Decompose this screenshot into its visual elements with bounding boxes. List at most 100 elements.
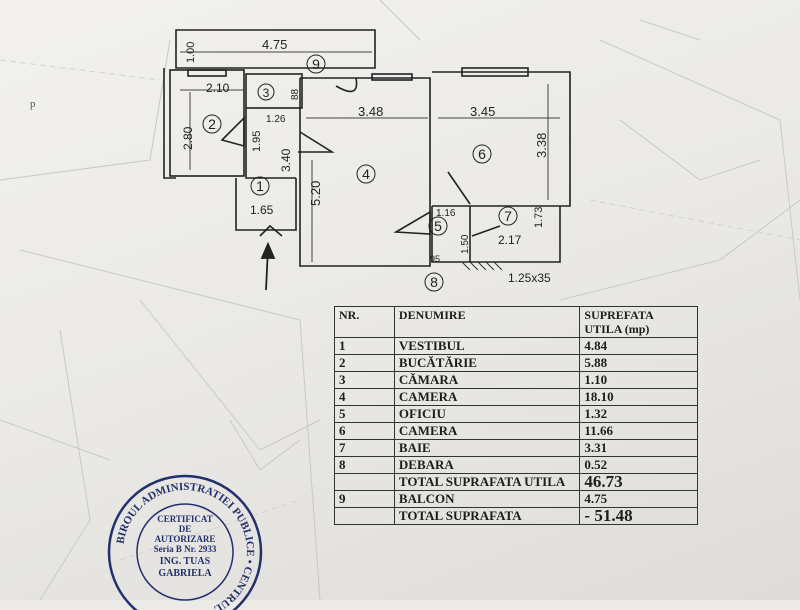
svg-text:5: 5 [434, 218, 442, 234]
cell-area: 5.88 [579, 354, 698, 372]
dim-bath-width: 2.17 [498, 233, 522, 247]
cell-area: 4.84 [579, 337, 698, 355]
balcony-row: 9 BALCON 4.75 [334, 490, 698, 508]
cell-area: 11.66 [579, 422, 698, 440]
dim-kitchen-height: 2.80 [181, 126, 195, 150]
margin-note: p [30, 98, 36, 110]
cell-name: CĂMARA [393, 371, 581, 389]
room-number-5: 5 [428, 216, 448, 236]
dim-116: 1.16 [436, 208, 456, 219]
dim-bath-height: 1.73 [533, 207, 545, 228]
cell-area: 3.31 [579, 439, 698, 457]
room-number-7: 7 [498, 206, 518, 226]
cell-name: BAIE [393, 439, 581, 457]
cell-name: CAMERA [393, 422, 581, 440]
dim-kitchen-width: 2.10 [206, 81, 230, 95]
cell-area: 1.32 [579, 405, 698, 423]
entrance-arrow [260, 241, 276, 291]
svg-text:9: 9 [312, 56, 320, 72]
dim-window: 1.25x35 [508, 271, 551, 285]
svg-text:2: 2 [208, 116, 216, 132]
stamp-line1: CERTIFICAT [157, 514, 213, 524]
svg-text:6: 6 [478, 146, 486, 162]
stamp-line4: Seria B Nr. 2933 [154, 544, 217, 554]
svg-text:7: 7 [504, 208, 512, 224]
dim-room6-height: 3.38 [534, 133, 549, 158]
room-number-6: 6 [472, 144, 492, 164]
balcony-name: BALCON [393, 490, 581, 508]
svg-text:4: 4 [362, 166, 370, 182]
dim-150: 1.50 [460, 234, 471, 254]
room-number-9: 9 [306, 54, 326, 74]
total-value: - 51.48 [579, 507, 698, 525]
cell-nr: 4 [334, 388, 395, 406]
cell-nr: 8 [334, 456, 395, 474]
notary-stamp: BIROUL ADMINISTRATIEI PUBLICE • CENTRUL … [107, 474, 263, 610]
cell-name: CAMERA [393, 388, 581, 406]
stamp-line5: ING. TUAS [160, 556, 211, 567]
cell-nr: 1 [334, 337, 395, 355]
cell-name: VESTIBUL [393, 337, 581, 355]
pantry-walls [245, 73, 303, 109]
table-header-row: NR. DENUMIRE SUPREFATA UTILA (mp) [334, 306, 698, 338]
total-label: TOTAL SUPRAFATA [393, 507, 581, 525]
svg-text:8: 8 [430, 274, 438, 290]
cell-nr: 5 [334, 405, 395, 423]
cell-area: 0.52 [579, 456, 698, 474]
stamp-line3: AUTORIZARE [155, 534, 216, 544]
svg-text:1: 1 [256, 178, 264, 194]
cell-nr: 2 [334, 354, 395, 372]
balcony-outline [175, 29, 376, 69]
dim-195: 1.95 [251, 131, 263, 152]
cell-nr: 3 [334, 371, 395, 389]
header-suprafata: SUPREFATA UTILA (mp) [579, 306, 698, 338]
bath-walls [431, 206, 561, 263]
cell-nr: 7 [334, 439, 395, 457]
room-4-walls [299, 77, 431, 267]
dim-balcony-depth: 1.00 [185, 42, 197, 63]
stamp-line2: DE [179, 524, 192, 534]
room-number-1: 1 [250, 176, 270, 196]
total-row: TOTAL SUPRAFATA - 51.48 [334, 507, 698, 525]
header-denumire: DENUMIRE [393, 306, 581, 338]
cell-name: OFICIU [393, 405, 581, 423]
room-number-8: 8 [424, 272, 444, 292]
total-util-row: TOTAL SUPRAFATA UTILA 46.73 [334, 473, 698, 491]
cell-nr: 6 [334, 422, 395, 440]
cell-name: BUCĂTĂRIE [393, 354, 581, 372]
dim-room4-height: 5.20 [308, 181, 323, 206]
room-6-walls [432, 71, 571, 207]
room-number-4: 4 [356, 164, 376, 184]
dim-126: 1.26 [266, 114, 286, 125]
balcony-area: 4.75 [579, 490, 698, 508]
total-util-value: 46.73 [579, 473, 698, 491]
dim-room4-width: 3.48 [358, 104, 383, 119]
dim-hall-width: 1.65 [250, 203, 274, 217]
dim-balcony-width: 4.75 [262, 37, 287, 52]
cell-area: 18.10 [579, 388, 698, 406]
room-number-2: 2 [202, 114, 222, 134]
cell-area: 1.10 [579, 371, 698, 389]
stamp-line6: GABRIELA [158, 568, 212, 579]
cell-name: DEBARA [393, 456, 581, 474]
dim-room6-width: 3.45 [470, 104, 495, 119]
header-nr: NR. [334, 306, 395, 338]
dim-pantry: 88 [290, 88, 301, 100]
balcony-nr: 9 [334, 490, 395, 508]
total-util-label: TOTAL SUPRAFATA UTILA [393, 473, 581, 491]
dim-hall-height: 3.40 [279, 148, 293, 172]
dim-95: 95 [430, 254, 440, 264]
svg-text:3: 3 [263, 86, 270, 100]
stair-hatch [461, 261, 503, 271]
